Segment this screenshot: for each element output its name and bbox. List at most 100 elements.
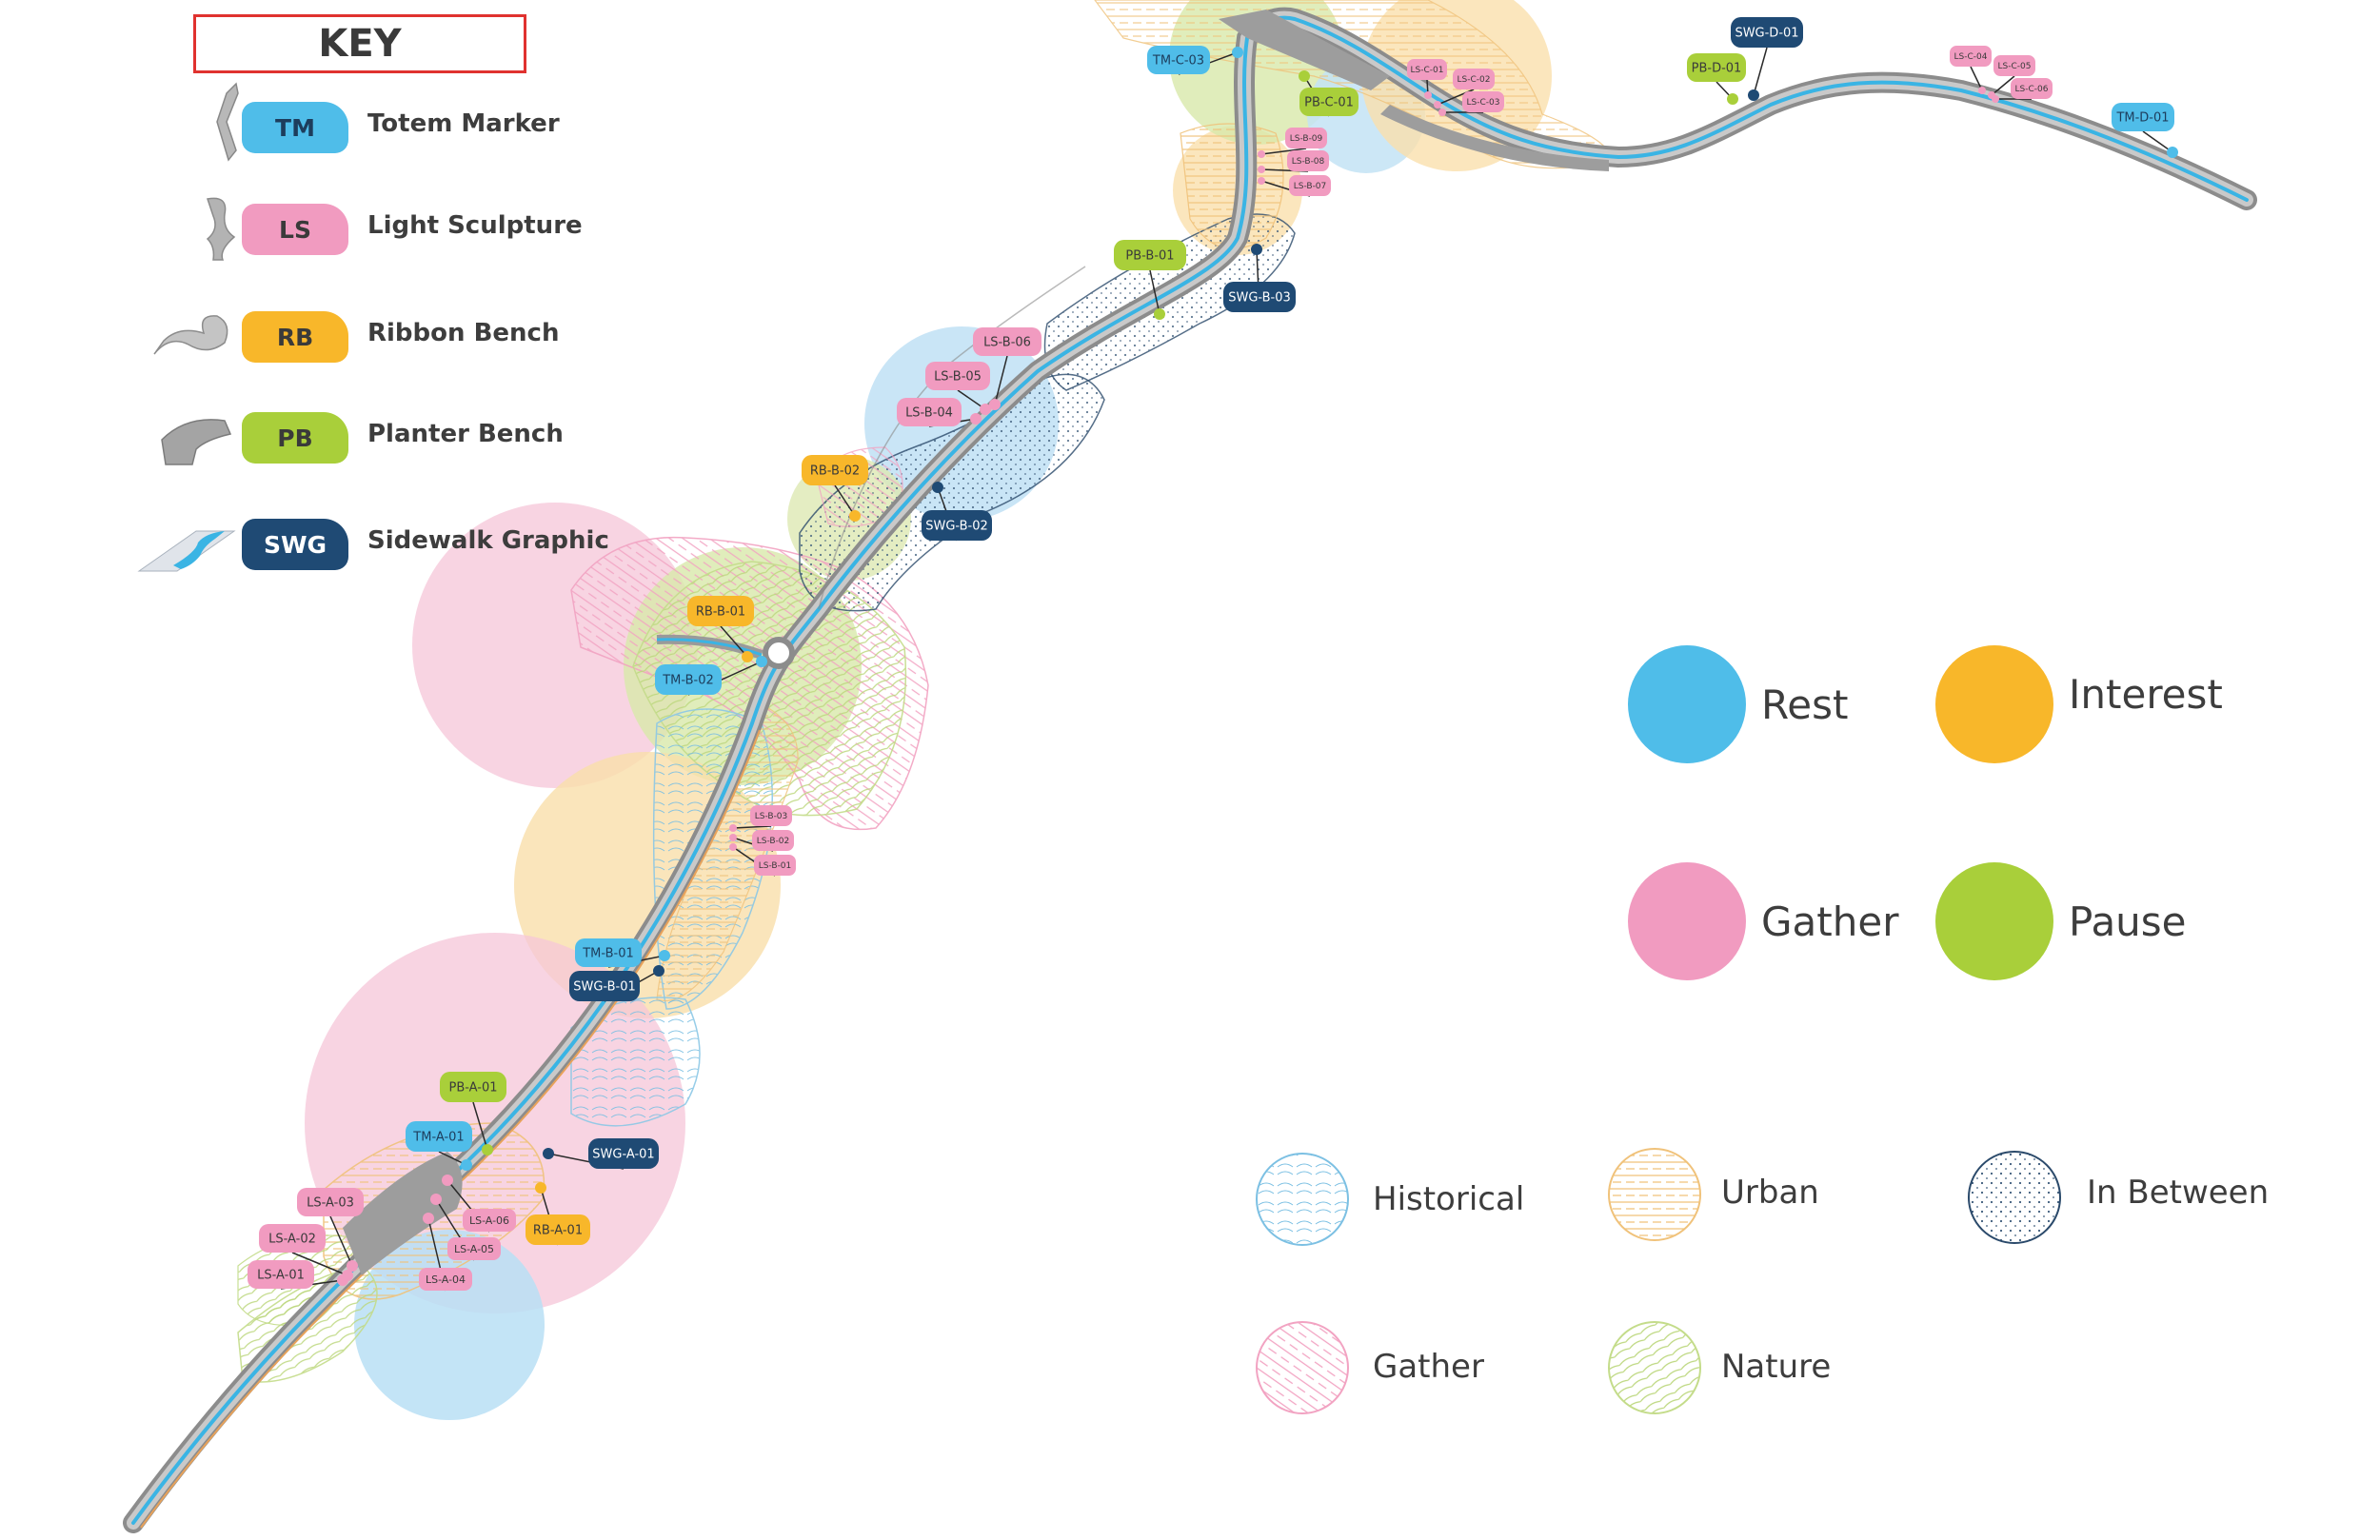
marker-tag-background xyxy=(419,1268,472,1291)
marker-tag-label: LS-C-02 xyxy=(1458,75,1491,85)
marker-leader-line xyxy=(1260,148,1307,155)
sidewalk-line xyxy=(131,15,2249,1525)
marker-tag-label: LS-B-08 xyxy=(1292,157,1325,167)
marker-location-pin xyxy=(1424,91,1432,99)
gather-swatch xyxy=(1256,1321,1349,1414)
marker-tag-background xyxy=(1687,53,1746,82)
marker-location-pin xyxy=(729,843,737,851)
marker-rb-tag: RB-A-01 xyxy=(526,1182,590,1246)
marker-ls-tag: LS-B-06 xyxy=(973,327,1041,410)
key-label: Totem Marker xyxy=(367,109,560,138)
pause-swatch xyxy=(1935,862,2053,980)
marker-tag-background xyxy=(897,398,962,426)
urban-swatch xyxy=(1608,1148,1701,1241)
zone-label: Urban xyxy=(1721,1174,1819,1212)
marker-ls-tag: LS-B-08 xyxy=(1258,150,1329,173)
marker-tag-label: TM-B-02 xyxy=(662,674,714,688)
marker-tag-label: RB-A-01 xyxy=(533,1224,583,1238)
marker-tag-background xyxy=(526,1214,590,1245)
marker-leader-line xyxy=(1753,47,1768,96)
rest-swatch xyxy=(1628,645,1746,763)
marker-leader-line xyxy=(1991,75,2015,96)
zone-label: Gather xyxy=(1373,1348,1484,1386)
marker-leader-line xyxy=(291,1252,348,1276)
marker-location-pin xyxy=(430,1194,442,1205)
marker-tags: TM-C-03PB-C-01LS-C-01LS-C-02LS-C-03SWG-D… xyxy=(248,17,2178,1292)
marker-location-pin xyxy=(461,1159,472,1171)
marker-swg-tag: SWG-B-02 xyxy=(922,482,992,542)
marker-location-pin xyxy=(1154,308,1165,320)
marker-tag-background xyxy=(1462,91,1504,112)
marker-ls-tag: LS-B-09 xyxy=(1258,128,1327,158)
marker-tag-label: LS-B-05 xyxy=(934,370,982,385)
legend-rest: Rest xyxy=(1628,645,1849,763)
marker-location-pin xyxy=(1438,109,1446,116)
marker-tag-label: LS-B-01 xyxy=(759,861,792,871)
tm-pill: TM xyxy=(242,102,348,153)
marker-swg-tag: SWG-B-03 xyxy=(1223,244,1296,313)
marker-tag-background xyxy=(973,327,1041,356)
key-label: Sidewalk Graphic xyxy=(367,526,609,555)
marker-leader-line xyxy=(329,1215,353,1267)
marker-tag-background xyxy=(754,855,796,876)
light-sculpture-icon xyxy=(206,197,236,261)
pb-pill: PB xyxy=(242,412,348,464)
marker-tag-label: LS-A-01 xyxy=(257,1269,305,1283)
legend-label: Pause xyxy=(2069,898,2187,945)
marker-pb-tag: PB-B-01 xyxy=(1114,240,1186,320)
marker-tag-background xyxy=(1950,46,1992,67)
marker-ls-tag: LS-A-06 xyxy=(442,1175,516,1233)
marker-tag-background xyxy=(440,1072,506,1102)
zone-legend-gather: Gather xyxy=(1361,1348,1484,1386)
corridor-route xyxy=(123,7,2257,1533)
marker-tag-background xyxy=(248,1260,314,1289)
gather-swatch xyxy=(1628,862,1746,980)
marker-leader-line xyxy=(1970,66,1983,91)
marker-tag-background xyxy=(802,455,868,485)
marker-tag-background xyxy=(447,1237,501,1260)
marker-ls-tag: LS-B-03 xyxy=(729,805,792,832)
marker-ls-tag: LS-B-05 xyxy=(925,362,991,415)
zone-legend-nature: Nature xyxy=(1710,1348,1831,1386)
marker-tag-label: LS-A-05 xyxy=(454,1243,494,1255)
marker-tag-background xyxy=(1993,55,2035,76)
marker-leader-line xyxy=(2142,130,2173,153)
marker-tag-label: LS-B-09 xyxy=(1290,134,1323,144)
key-title: KEY xyxy=(193,14,526,73)
marker-location-pin xyxy=(970,413,982,424)
totem-marker-icon xyxy=(216,82,239,162)
marker-location-pin xyxy=(1258,177,1265,185)
marker-location-pin xyxy=(543,1148,554,1159)
zone-label: Historical xyxy=(1373,1180,1525,1218)
marker-ls-tag: LS-A-02 xyxy=(259,1224,353,1281)
marker-tag-label: TM-D-01 xyxy=(2115,111,2169,126)
legend-label: Gather xyxy=(1761,898,1899,945)
marker-swg-tag: SWG-A-01 xyxy=(543,1138,659,1170)
marker-rb-tag: RB-B-02 xyxy=(802,455,868,522)
marker-location-pin xyxy=(1258,150,1265,158)
marker-tag-background xyxy=(1114,240,1186,270)
marker-ls-tag: LS-B-02 xyxy=(729,830,794,852)
ribbon-bench-icon xyxy=(153,315,228,355)
key-figures xyxy=(137,82,239,572)
marker-ls-tag: LS-C-01 xyxy=(1407,59,1447,99)
marker-location-pin xyxy=(1992,95,1999,103)
marker-tag-label: LS-C-01 xyxy=(1411,66,1444,75)
marker-tag-background xyxy=(406,1121,472,1152)
marker-tag-background xyxy=(1147,46,1210,74)
marker-location-pin xyxy=(1978,87,1986,94)
zone-legend-urban: Urban xyxy=(1710,1174,1819,1212)
side-road-sidewalk xyxy=(656,638,763,657)
swg-pill: SWG xyxy=(242,519,348,570)
plaza-area xyxy=(1380,105,1609,171)
marker-leader-line xyxy=(1149,269,1160,315)
marker-tag-background xyxy=(569,971,640,1001)
marker-location-pin xyxy=(2167,147,2178,158)
historical-pattern-zone xyxy=(570,997,701,1127)
marker-tag-background xyxy=(925,362,990,390)
parking-area xyxy=(343,1152,463,1275)
marker-location-pin xyxy=(1434,101,1441,109)
key-label: Light Sculpture xyxy=(367,211,583,240)
marker-tag-label: TM-C-03 xyxy=(1152,54,1204,69)
